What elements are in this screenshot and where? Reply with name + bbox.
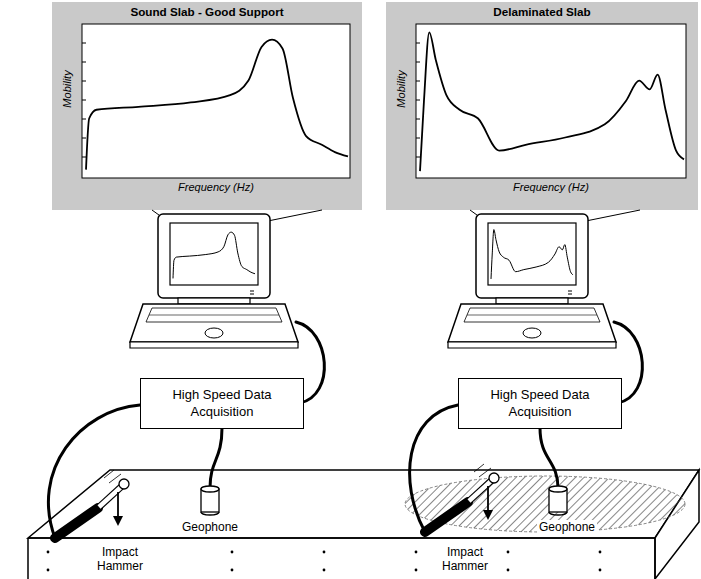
geophone-label: Geophone <box>180 520 240 534</box>
box-label: High Speed Data Acquisition <box>459 383 621 424</box>
acquisition-box: High Speed Data Acquisition <box>458 378 622 429</box>
screen-curve <box>173 232 255 278</box>
mobility-curve <box>86 40 348 170</box>
laptop <box>448 214 616 348</box>
chart-area <box>82 24 350 178</box>
panel-ground <box>52 2 362 210</box>
hammer-label: Impact Hammer <box>432 545 498 574</box>
concrete-slab <box>28 470 699 579</box>
impact-hammer <box>55 470 129 538</box>
chart-title: Delaminated Slab <box>386 5 698 18</box>
axis-label: Mobility <box>61 68 73 109</box>
axis-label: Frequency (Hz) <box>176 181 256 193</box>
chart-panel: Sound Slab - Good SupportMobilityFrequen… <box>52 2 362 210</box>
impact-hammer <box>425 464 499 532</box>
acquisition-box: High Speed Data Acquisition <box>140 378 304 429</box>
screen-curve <box>491 230 573 279</box>
axis-label: Frequency (Hz) <box>511 181 591 193</box>
chart-panel: Delaminated SlabMobilityFrequency (Hz) <box>386 2 698 210</box>
mobility-curve <box>420 32 684 171</box>
hammer-label: Impact Hammer <box>87 545 153 574</box>
panel-ground <box>386 2 698 210</box>
geophone <box>201 486 219 515</box>
geophone <box>549 486 567 515</box>
cable <box>48 322 642 538</box>
axis-ticks <box>82 43 420 157</box>
laptop <box>130 214 298 348</box>
box-label: High Speed Data Acquisition <box>141 383 303 424</box>
geophone-label: Geophone <box>537 520 597 534</box>
axis-label: Mobility <box>395 68 407 109</box>
chart-area <box>416 24 686 178</box>
chart-title: Sound Slab - Good Support <box>52 5 362 18</box>
